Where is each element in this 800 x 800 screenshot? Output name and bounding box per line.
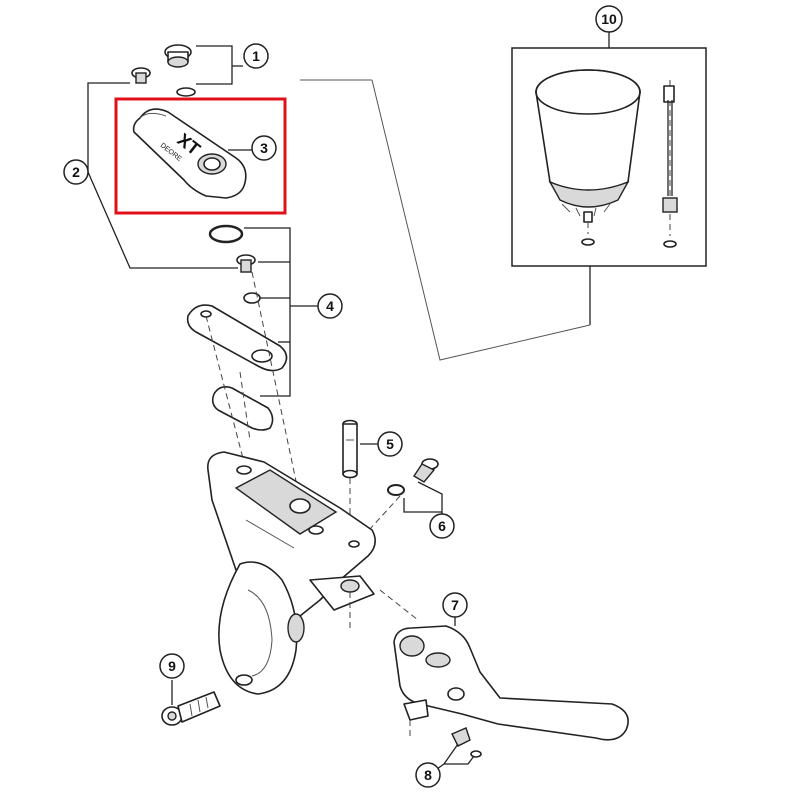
svg-text:6: 6 [438,518,446,534]
part-9-bolt [161,680,221,726]
part-4-gasket-set [186,224,318,501]
highlight-box [114,97,287,215]
callout-10: 10 [595,5,623,33]
svg-text:1: 1 [252,48,260,64]
svg-text:3: 3 [260,140,268,156]
bleed-kit-box [511,30,707,325]
svg-text:9: 9 [168,658,176,674]
callout-2: 2 [63,159,89,185]
bleed-funnel [535,69,641,246]
svg-text:4: 4 [326,298,334,314]
bleed-plug [662,80,678,248]
svg-text:8: 8 [424,767,432,783]
part-2-assembly-bracket [78,67,256,273]
master-cylinder-body [207,451,419,695]
callout-6: 6 [429,513,455,539]
part-3-reservoir-cover: XT DEORE [114,97,287,215]
svg-text:10: 10 [601,11,617,27]
part-1-cap [164,44,243,97]
svg-text:5: 5 [386,436,394,452]
svg-text:2: 2 [72,164,80,180]
part-7-lever [393,617,629,741]
callout-9: 9 [159,653,185,679]
part-5-pin [342,419,378,520]
part-6-screw [359,458,443,541]
callout-4: 4 [317,293,343,319]
callout-1: 1 [243,43,269,69]
callout-5: 5 [377,431,403,457]
callout-8: 8 [415,762,441,788]
callout-3: 3 [251,135,277,161]
svg-text:7: 7 [451,597,459,613]
callout-7: 7 [442,592,468,618]
